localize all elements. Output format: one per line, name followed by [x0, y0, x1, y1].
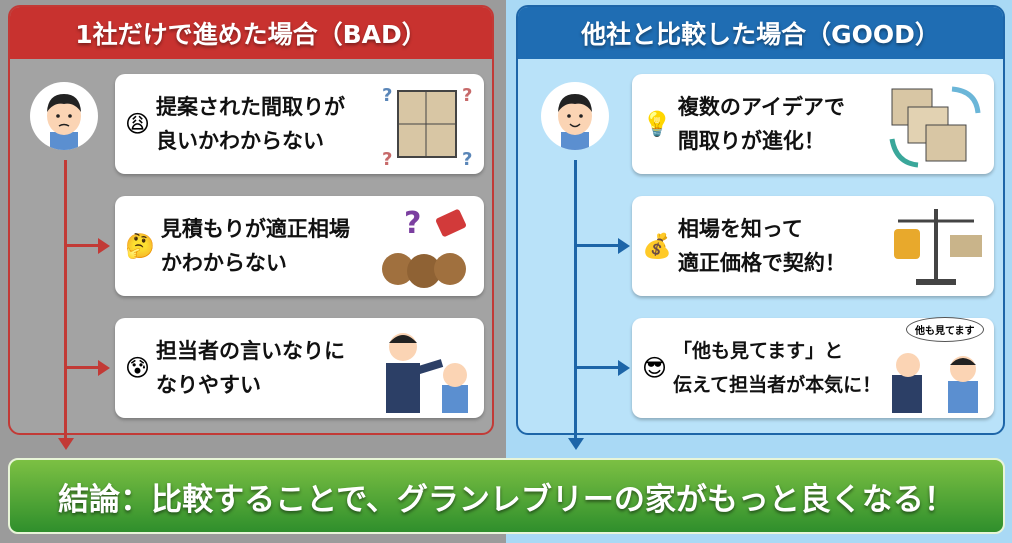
bad-right-arrow-icon: [98, 238, 110, 254]
card-text-line: 相場を知って: [677, 217, 803, 241]
good-branch-line: [574, 366, 620, 369]
conclusion-banner: 結論：比較することで、グランレブリーの家がもっと良くなる！: [8, 458, 1005, 534]
bad-branch-line: [64, 366, 100, 369]
svg-text:?: ?: [462, 149, 472, 169]
card-text-line: かわからない: [160, 251, 287, 275]
good-card-negotiation: 😎 「他も見てます」と伝えて担当者が本気に！ 他も見てます: [632, 317, 994, 418]
weary-face-icon: 😩: [125, 110, 151, 138]
card-text-line: 良いかわからない: [156, 129, 325, 153]
happy-person-avatar: [541, 82, 609, 150]
good-branch-line: [574, 244, 620, 247]
bad-card-floorplan: 😩 提案された間取りが良いかわからない ????: [115, 74, 484, 174]
card-text-line: 複数のアイデアで: [677, 95, 845, 119]
card-text-line: 適正価格で契約！: [677, 251, 846, 275]
anxious-face-icon: 😰: [125, 354, 151, 382]
money-bag-icon: 💰: [642, 232, 672, 260]
floorplan-question-icon: ????: [376, 79, 476, 170]
card-text-line: 伝えて担当者が本気に！: [673, 374, 882, 396]
light-bulb-icon: 💡: [642, 110, 672, 138]
serious-salesperson-icon: 他も見てます: [886, 317, 986, 413]
card-text-line: 担当者の言いなりに: [156, 339, 346, 363]
bad-down-arrow-icon: [58, 438, 74, 450]
good-card-floorplan: 💡 複数のアイデアで間取りが進化！: [632, 74, 994, 174]
svg-text:?: ?: [382, 149, 392, 169]
card-text-line: 提案された間取りが: [156, 95, 346, 119]
card-text-line: 見積もりが適正相場: [160, 217, 350, 241]
bad-title: 1社だけで進めた場合（BAD）: [10, 7, 492, 59]
svg-text:?: ?: [462, 85, 472, 106]
bad-card-estimate: 🤔 見積もりが適正相場かわからない ?: [115, 196, 484, 296]
svg-text:?: ?: [404, 206, 421, 241]
balance-scale-icon: [886, 201, 986, 291]
good-flow-line: [574, 160, 577, 440]
card-text-line: 「他も見てます」と: [673, 340, 844, 362]
thinking-face-icon: 🤔: [125, 232, 155, 260]
worried-person-avatar: [30, 82, 98, 150]
thought-bubble: 他も見てます: [906, 317, 984, 342]
good-right-arrow-icon: [618, 238, 630, 254]
pushy-salesperson-icon: [376, 323, 476, 413]
bad-card-salesperson: 😰 担当者の言いなりになりやすい: [115, 318, 484, 418]
good-card-price: 💰 相場を知って適正価格で契約！: [632, 196, 994, 296]
svg-text:?: ?: [382, 85, 392, 106]
bad-flow-line: [64, 160, 67, 440]
card-text-line: 間取りが進化！: [677, 129, 825, 153]
good-title: 他社と比較した場合（GOOD）: [518, 7, 1003, 59]
bad-branch-line: [64, 244, 100, 247]
good-down-arrow-icon: [568, 438, 584, 450]
money-bags-icon: ?: [376, 201, 476, 291]
bad-right-arrow-icon: [98, 360, 110, 376]
floorplans-cycle-icon: [886, 79, 986, 169]
good-right-arrow-icon: [618, 360, 630, 376]
sunglasses-face-icon: 😎: [642, 354, 668, 382]
card-text-line: なりやすい: [156, 373, 262, 397]
